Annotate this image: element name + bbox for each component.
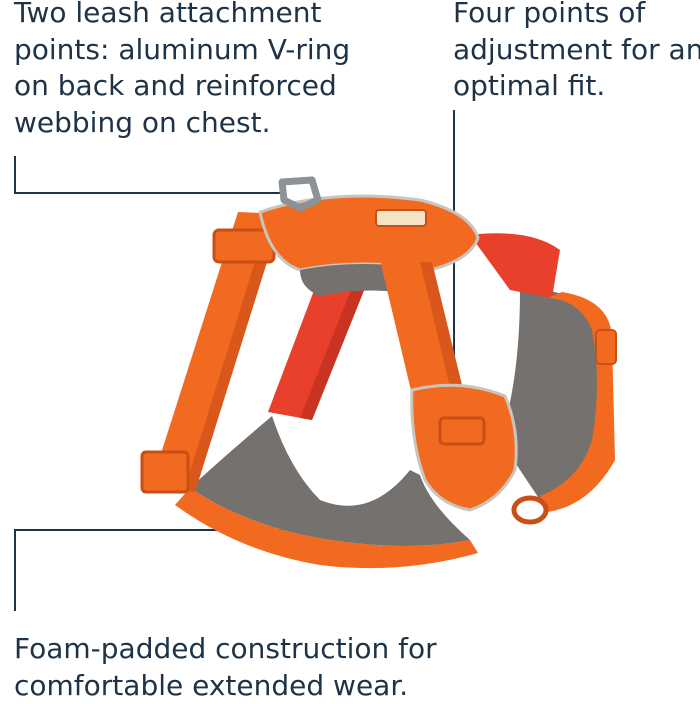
adjustment-buckle-chest xyxy=(440,418,484,444)
brand-label xyxy=(376,210,426,226)
adjustment-buckle-left xyxy=(214,230,274,262)
adjustment-buckle-side xyxy=(596,330,616,364)
chest-attachment-ring-icon xyxy=(514,498,546,522)
adjustment-buckle-left-lower xyxy=(142,452,188,492)
chest-plate xyxy=(412,385,516,510)
side-strap-right xyxy=(470,233,560,298)
